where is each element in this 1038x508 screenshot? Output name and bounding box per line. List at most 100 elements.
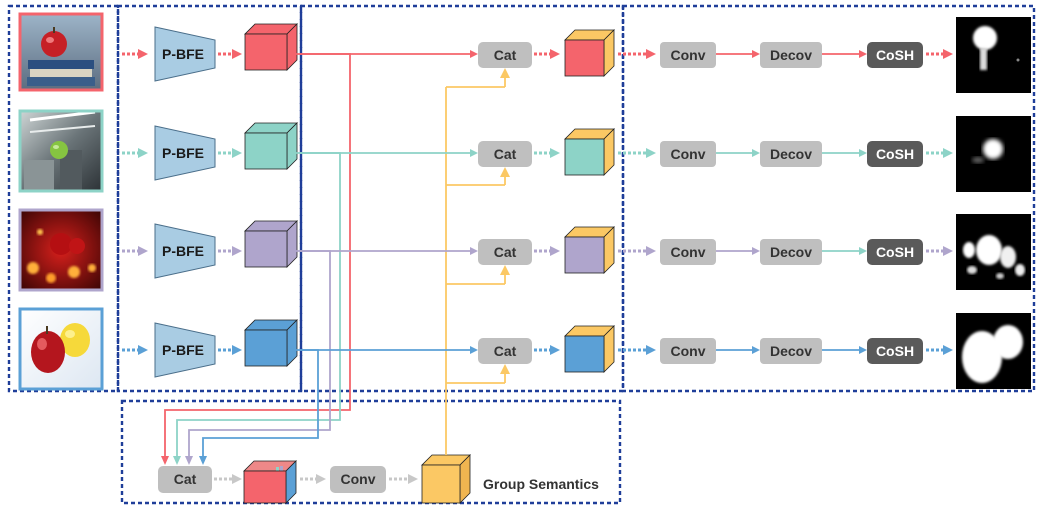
cat-label-3: Cat <box>494 244 517 260</box>
feature-arrow-1 <box>218 49 242 59</box>
conv-box-1 <box>660 42 716 68</box>
row-2: P-BFE Cat Conv Decov CoSH <box>154 122 923 181</box>
cat-label-2: Cat <box>494 146 517 162</box>
cosh-output-arrow-1 <box>926 49 953 59</box>
cosh-box-3 <box>867 239 923 265</box>
input-arrow-4 <box>122 345 148 355</box>
group-semantics-region <box>120 399 622 505</box>
thumbnail-2 <box>18 109 104 193</box>
concat-cube-1 <box>564 29 615 77</box>
to-cat-arrow-2 <box>296 149 478 157</box>
cosh-label-1: CoSH <box>876 47 914 63</box>
decov-label-2: Decov <box>770 146 812 162</box>
conv-to-decov-arrow-2 <box>716 149 760 157</box>
decov-to-cosh-arrow-1 <box>822 50 867 58</box>
group-semantics-feed-lines <box>445 68 510 455</box>
input-images-region <box>7 4 120 393</box>
decov-box-1 <box>760 42 822 68</box>
apple-in-subway-icon <box>18 109 104 193</box>
decov-box-3 <box>760 239 822 265</box>
p-bfe-label-2: P-BFE <box>162 145 204 161</box>
concat-to-conv-arrow-1 <box>618 49 656 59</box>
thumbnail-1 <box>18 12 104 92</box>
concat-region <box>299 4 625 393</box>
conv-to-decov-arrow-3 <box>716 247 760 255</box>
cosh-label-3: CoSH <box>876 244 914 260</box>
cat-output-arrow-2 <box>534 148 560 158</box>
p-bfe-encoder-1: P-BFE <box>154 26 216 82</box>
feature-arrow-4 <box>218 345 242 355</box>
p-bfe-encoder-2: P-BFE <box>154 125 216 181</box>
thumbnail-3 <box>18 208 104 292</box>
cosh-box-2 <box>867 141 923 167</box>
feature-cube-4 <box>244 319 298 367</box>
p-bfe-encoder-3: P-BFE <box>154 223 216 279</box>
mask-4 <box>956 313 1031 389</box>
group-semantics-cube <box>421 454 471 504</box>
conv-label-2: Conv <box>671 146 706 162</box>
mask-2 <box>956 116 1031 192</box>
mask-1 <box>956 17 1031 93</box>
to-cat-arrow-4 <box>296 346 478 354</box>
cosh-output-arrow-4 <box>926 345 953 355</box>
thumbnail-4 <box>18 307 104 391</box>
to-cat-arrow-1 <box>296 50 478 58</box>
input-arrow-2 <box>122 148 148 158</box>
conv-label-4: Conv <box>671 343 706 359</box>
decov-to-cosh-arrow-3 <box>822 247 867 255</box>
cat-output-arrow-4 <box>534 345 560 355</box>
concat-cube-4 <box>564 325 615 373</box>
decoder-region <box>621 4 1036 393</box>
to-cat-arrow-3 <box>296 247 478 255</box>
decov-box-2 <box>760 141 822 167</box>
apple-on-books-icon <box>18 12 104 92</box>
group-cat-box <box>158 466 212 493</box>
cosh-box-1 <box>867 42 923 68</box>
cat-output-arrow-1 <box>534 49 560 59</box>
input-arrow-3 <box>122 246 148 256</box>
apple-and-lemon-icon <box>18 307 104 391</box>
group-semantics-block: Cat Conv Group Semantics <box>158 454 599 504</box>
cosh-label-2: CoSH <box>876 146 914 162</box>
cat-box-3 <box>478 239 532 265</box>
group-semantics-title: Group Semantics <box>483 476 599 492</box>
cosh-output-arrow-3 <box>926 246 953 256</box>
concat-to-conv-arrow-2 <box>618 148 656 158</box>
cat-box-1 <box>478 42 532 68</box>
decov-label-1: Decov <box>770 47 812 63</box>
cosh-output-arrow-2 <box>926 148 953 158</box>
cosh-box-4 <box>867 338 923 364</box>
encoder-region <box>116 4 303 393</box>
red-apples-candles-icon <box>18 208 104 292</box>
cat-label-1: Cat <box>494 47 517 63</box>
p-bfe-label-1: P-BFE <box>162 46 204 62</box>
cat-box-2 <box>478 141 532 167</box>
feature-cube-3 <box>244 220 298 268</box>
mask-3 <box>956 214 1031 290</box>
decov-label-4: Decov <box>770 343 812 359</box>
p-bfe-label-4: P-BFE <box>162 342 204 358</box>
conv-box-2 <box>660 141 716 167</box>
decov-to-cosh-arrow-2 <box>822 149 867 157</box>
decov-box-4 <box>760 338 822 364</box>
p-bfe-label-3: P-BFE <box>162 243 204 259</box>
p-bfe-encoder-4: P-BFE <box>154 322 216 378</box>
group-feed-line-2 <box>173 152 341 465</box>
concat-cube-3 <box>564 226 615 274</box>
dashed-region-borders <box>7 4 1036 505</box>
feature-arrow-3 <box>218 246 242 256</box>
concat-to-conv-arrow-4 <box>618 345 656 355</box>
cosh-label-4: CoSH <box>876 343 914 359</box>
input-arrow-1 <box>122 49 148 59</box>
conv-to-decov-arrow-4 <box>716 346 760 354</box>
concat-to-conv-arrow-3 <box>618 246 656 256</box>
conv-label-3: Conv <box>671 244 706 260</box>
conv-box-4 <box>660 338 716 364</box>
decov-to-cosh-arrow-4 <box>822 346 867 354</box>
feature-arrow-2 <box>218 148 242 158</box>
